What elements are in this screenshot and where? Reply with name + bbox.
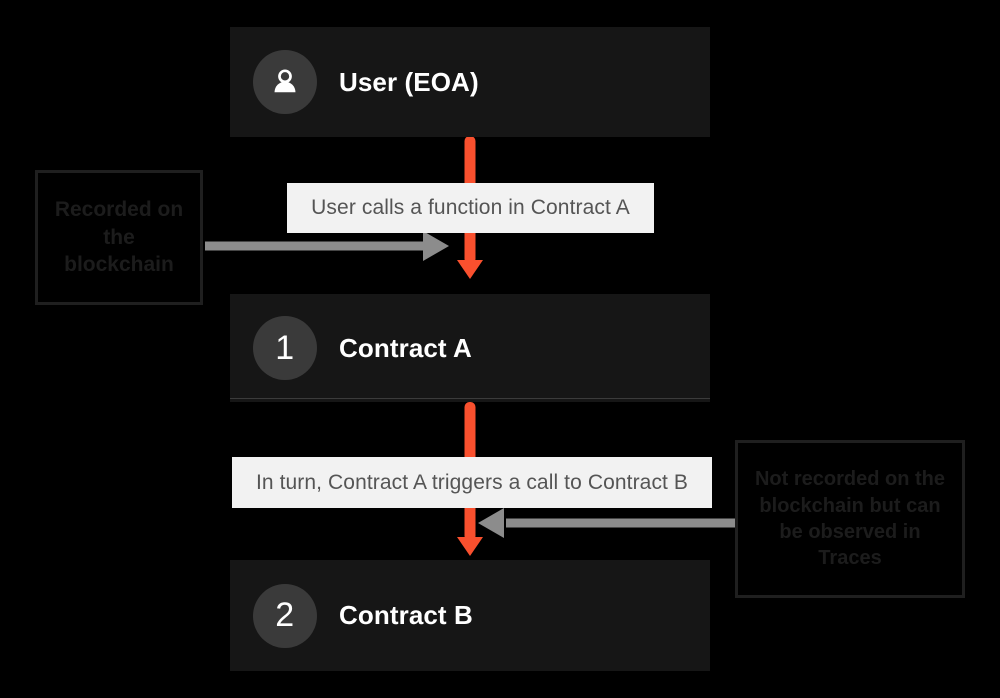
annotation-not-recorded-on-blockchain: Not recorded on the blockchain but can b…: [735, 440, 965, 598]
pointer-shaft: [205, 241, 427, 251]
pointer-arrow-head-icon: [423, 231, 449, 261]
node-contract-a[interactable]: 1 Contract A: [230, 294, 710, 402]
pointer-arrow-right: [478, 507, 736, 539]
arrow-head-icon: [457, 260, 483, 279]
pointer-shaft: [506, 518, 736, 528]
step-number-badge: 1: [253, 316, 317, 380]
pointer-arrow-left: [205, 230, 450, 262]
annotation-recorded-on-blockchain: Recorded on the blockchain: [35, 170, 203, 305]
caption-user-calls-contract-a: User calls a function in Contract A: [287, 183, 654, 233]
caption-contract-a-calls-contract-b: In turn, Contract A triggers a call to C…: [232, 457, 712, 508]
step-number-badge: 2: [253, 583, 317, 648]
node-underline: [230, 398, 710, 399]
node-contract-b[interactable]: 2 Contract B: [230, 560, 710, 671]
node-label: Contract B: [339, 600, 473, 630]
pointer-arrow-head-icon: [478, 508, 504, 538]
arrow-head-icon: [457, 537, 483, 556]
node-label: User (EOA): [339, 66, 479, 97]
node-label: Contract A: [339, 332, 472, 363]
person-icon: [253, 50, 317, 114]
node-user-eoa[interactable]: User (EOA): [230, 27, 710, 137]
